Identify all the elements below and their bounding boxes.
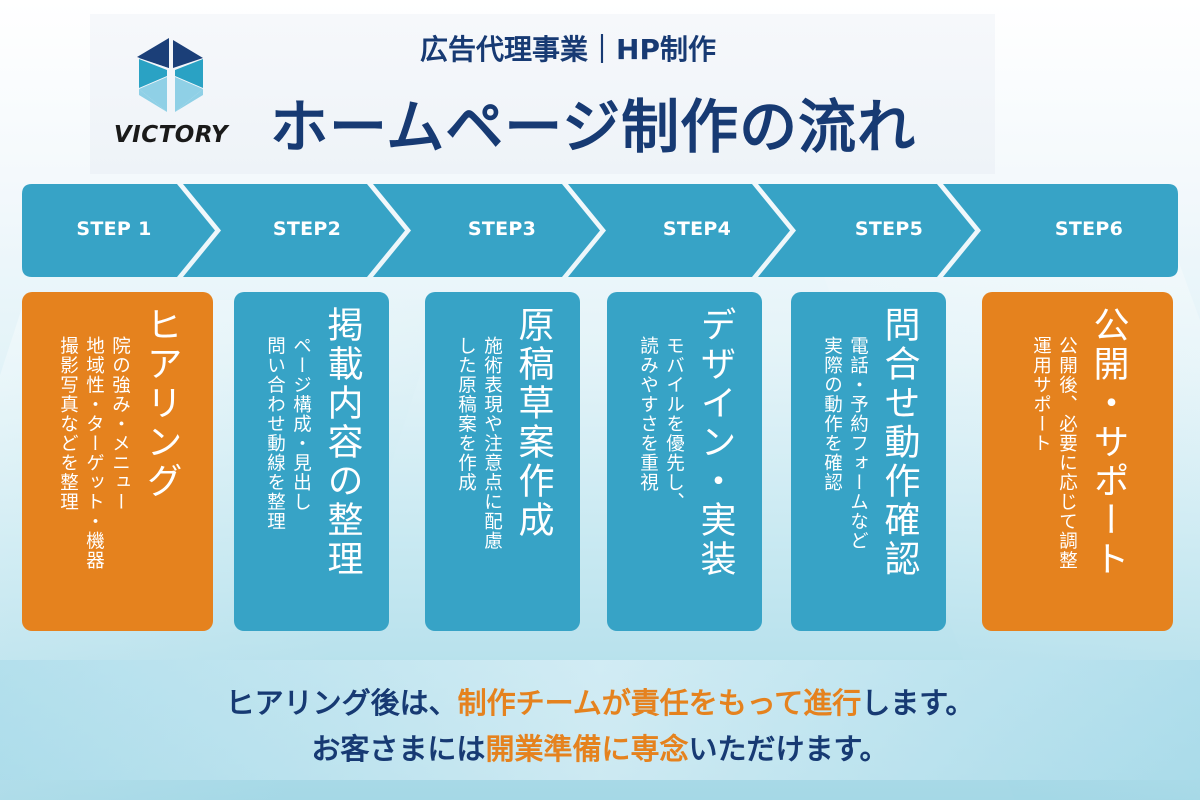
message-band: [0, 660, 1200, 780]
message-segment: いただけます。: [688, 732, 889, 766]
step-card-4: デザイン・実装 モバイルを優先し、 読みやすさを重視: [607, 292, 762, 631]
step-arrow-segment-4: [568, 184, 790, 277]
step-card-description: 院の強み・メニュー 地域性・ターゲット・機器 撮影写真などを整理: [57, 336, 131, 570]
step-card-title: 原稿草案作成: [512, 306, 554, 540]
step-arrow-segment-2: [183, 184, 405, 277]
header-panel: [90, 14, 995, 174]
message-line-1: ヒアリング後は、制作チームが責任をもって進行します。: [0, 680, 1200, 722]
step-card-description: 電話・予約フォームなど 実際の動作を確認: [821, 336, 869, 551]
step-card-5: 問合せ動作確認 電話・予約フォームなど 実際の動作を確認: [791, 292, 946, 631]
step-card-3: 原稿草案作成 施術表現や注意点に配慮 した原稿案を作成: [425, 292, 580, 631]
step-arrow-segment-3: [373, 184, 600, 277]
hexagon-logo-icon: [137, 38, 203, 112]
step-arrow-segment-6: [943, 184, 1178, 277]
step-label-2: STEP2: [272, 218, 342, 240]
step-card-title: 公開・サポート: [1087, 306, 1129, 579]
page-subtitle: 広告代理事業｜HP制作: [278, 28, 998, 68]
step-card-description: ページ構成・見出し 問い合わせ動線を整理: [264, 336, 312, 531]
message-highlight: 制作チームが責任をもって進行: [457, 686, 862, 720]
page-title: ホームページ制作の流れ: [270, 93, 917, 161]
message-segment: します。: [861, 686, 975, 720]
step-label-5: STEP5: [854, 218, 924, 240]
message-segment: ヒアリング後は、: [225, 686, 458, 720]
step-arrow-segment-1: [22, 184, 215, 277]
step-label-1: STEP 1: [76, 218, 152, 240]
step-card-description: モバイルを優先し、 読みやすさを重視: [637, 336, 685, 512]
message-highlight: 開業準備に専念: [485, 732, 689, 766]
step-card-2: 掲載内容の整理 ページ構成・見出し 問い合わせ動線を整理: [234, 292, 389, 631]
subtitle-text: 広告代理事業｜HP制作: [420, 33, 716, 66]
step-card-description: 施術表現や注意点に配慮 した原稿案を作成: [455, 336, 503, 551]
victory-logo: VICTORY: [108, 38, 234, 148]
step-label-6: STEP6: [1054, 218, 1124, 240]
step-card-6: 公開・サポート 公開後、必要に応じて調整 運用サポート: [982, 292, 1173, 631]
step-arrow-segment-5: [758, 184, 975, 277]
step-label-4: STEP4: [662, 218, 732, 240]
step-card-title: デザイン・実装: [694, 306, 736, 579]
logo-text: VICTORY: [113, 122, 229, 148]
step-arrows: [22, 184, 1178, 277]
step-card-description: 公開後、必要に応じて調整 運用サポート: [1030, 336, 1078, 570]
step-card-title: 掲載内容の整理: [321, 306, 363, 579]
message-line-2: お客さまには開業準備に専念いただけます。: [0, 726, 1200, 768]
step-card-title: 問合せ動作確認: [878, 306, 920, 579]
step-card-1: ヒアリング 院の強み・メニュー 地域性・ターゲット・機器 撮影写真などを整理: [22, 292, 213, 631]
message-segment: お客さまには: [311, 732, 486, 766]
step-flow-bar: STEP 1 STEP2 STEP3 STEP4 STEP5 STEP6: [22, 184, 1178, 277]
step-card-title: ヒアリング: [140, 306, 182, 501]
step-label-3: STEP3: [467, 218, 537, 240]
